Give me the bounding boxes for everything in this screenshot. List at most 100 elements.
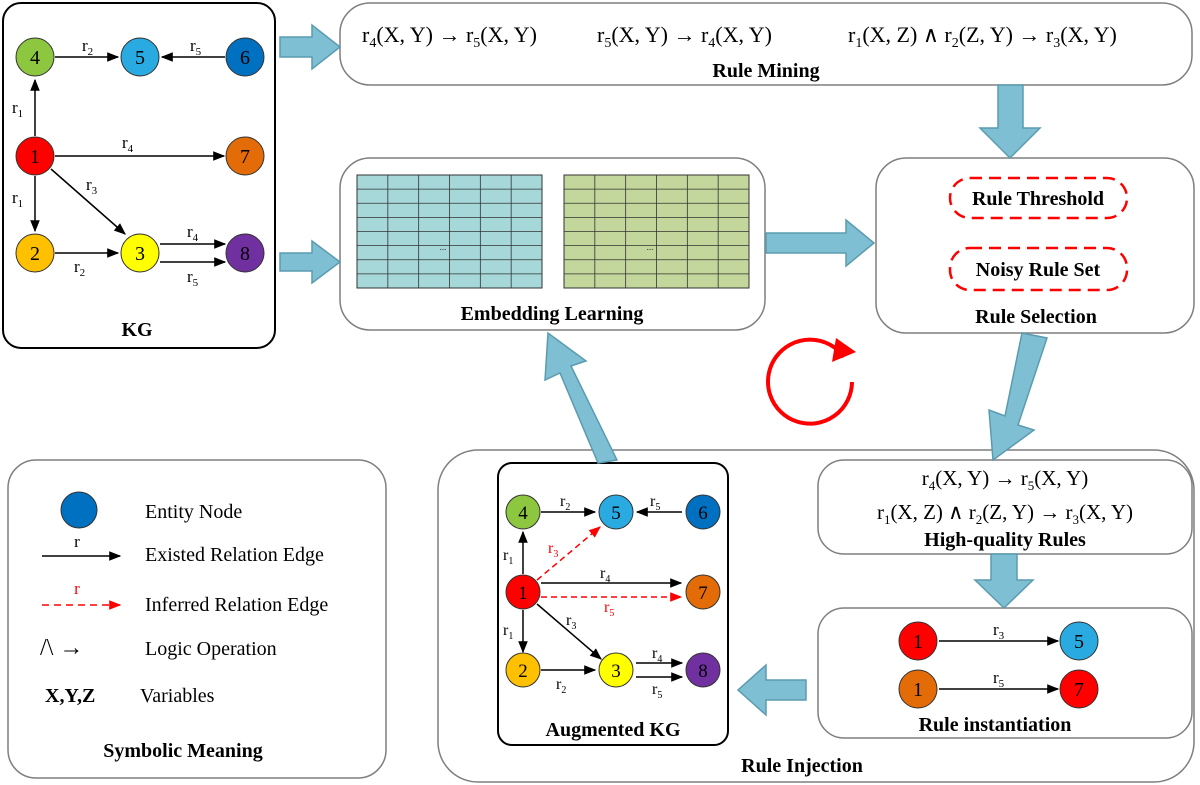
augmented-kg-panel: r2 r5 r1 r3 r4 r5 r1 r3 r4 r2 r5 4 5 6 1… [497,462,729,746]
high-quality-rules-panel: r4(X, Y) → r5(X, Y) r1(X, Z) ∧ r2(Z, Y) … [817,459,1193,555]
embedding-panel: ... ... Embedding Learning [339,157,766,331]
svg-text:3: 3 [135,243,145,265]
legend-inferred-r: r [74,579,80,598]
kg-label-r2: r2 [82,36,93,58]
matrix-ellipsis-b: ... [647,242,654,252]
mined-rule-1: r4(X, Y) → r5(X, Y) [362,22,537,51]
arrow-kg-to-mining [279,23,342,71]
arrow-selection-to-hq [988,332,1048,462]
hq-rule-1: r4(X, Y) → r5(X, Y) [922,466,1089,493]
kg-node-7: 7 [225,136,265,176]
arrow-mining-to-selection [978,84,1042,160]
rule-threshold-box [948,176,1129,220]
svg-text:4: 4 [518,503,528,524]
svg-text:7: 7 [1074,679,1084,701]
legend-entity-node-icon [60,491,98,529]
kg-node-8: 8 [225,233,265,273]
aug-label-r4b: r4 [652,645,662,665]
aug-label-r4: r4 [600,565,610,585]
kg-label-r2b: r2 [74,257,85,279]
kg-label-r3: r3 [86,175,98,197]
aug-label-r5b: r5 [652,681,662,701]
noisy-rule-set-label: Noisy Rule Set [976,259,1101,281]
kg-label-r5b: r5 [187,267,199,289]
arrow-hq-to-instantiation [973,553,1035,610]
svg-text:1: 1 [913,631,923,653]
svg-text:6: 6 [698,503,708,524]
svg-text:8: 8 [240,243,250,265]
legend-vars-symbol: X,Y,Z [45,685,95,707]
kg-node-1: 1 [15,136,55,176]
rule-selection-panel: Rule Threshold Noisy Rule Set Rule Selec… [875,157,1195,334]
legend-inferred-edge: Inferred Relation Edge [145,594,328,616]
embedding-title: Embedding Learning [461,303,644,325]
arrow-kg-to-embedding [279,239,342,285]
legend-panel: Entity Node r Existed Relation Edge r In… [7,459,387,779]
hq-rule-2: r1(X, Z) ∧ r2(Z, Y) → r3(X, Y) [877,500,1133,527]
kg-label-r4: r4 [122,133,134,155]
legend-existed-r: r [74,532,80,551]
inst-label-1: r3 [993,620,1005,642]
kg-node-4: 4 [15,37,55,77]
aug-node-5: 5 [598,494,634,530]
legend-title: Symbolic Meaning [103,740,262,762]
aug-edge-1-3 [536,603,602,660]
kg-node-6: 6 [225,37,265,77]
svg-text:2: 2 [30,243,40,265]
rule-injection-title: Rule Injection [741,755,863,777]
legend-variables: Variables [140,685,215,707]
svg-text:7: 7 [698,583,708,604]
kg-label-r5: r5 [190,36,202,58]
aug-node-8: 8 [685,652,721,688]
legend-logic-op: Logic Operation [145,638,277,660]
mined-rule-3: r1(X, Z) ∧ r2(Z, Y) → r3(X, Y) [848,22,1117,51]
legend-logic-symbols: /\ → [40,635,83,661]
inst-node-1a: 1 [898,621,938,661]
rule-threshold-label: Rule Threshold [972,188,1104,210]
arrow-instantiation-to-augmented [736,663,807,717]
noisy-rule-set-box [948,246,1129,292]
rule-selection-title: Rule Selection [975,306,1097,328]
aug-node-6: 6 [685,494,721,530]
aug-label-r1: r1 [503,547,513,567]
instantiation-title: Rule instantiation [919,714,1072,736]
kg-label-r1: r1 [12,98,23,120]
legend-entity-node: Entity Node [145,501,242,523]
aug-label-r1b: r1 [503,622,513,642]
svg-text:8: 8 [698,661,708,682]
aug-label-r3-inferred: r3 [548,540,558,560]
aug-label-r5: r5 [650,493,660,513]
svg-text:2: 2 [518,661,528,682]
inst-node-1b: 1 [898,669,938,709]
svg-text:4: 4 [30,47,40,69]
kg-label-r4b: r4 [187,222,199,244]
rule-mining-panel: r4(X, Y) → r5(X, Y) r5(X, Y) → r4(X, Y) … [339,2,1193,86]
kg-title: KG [121,319,153,341]
aug-node-2: 2 [505,652,541,688]
legend-existed-edge: Existed Relation Edge [145,544,324,566]
kg-node-5: 5 [120,37,160,77]
inst-label-2: r5 [993,668,1005,690]
augmented-kg-title: Augmented KG [546,719,681,741]
aug-label-r2b: r2 [556,676,566,696]
aug-label-r3: r3 [566,612,576,632]
svg-text:6: 6 [240,47,250,69]
svg-text:1: 1 [30,146,40,168]
svg-text:3: 3 [611,661,621,682]
aug-node-7: 7 [685,574,721,610]
kg-label-r1b: r1 [12,188,23,210]
svg-text:5: 5 [135,47,145,69]
embedding-matrix-relation [563,174,750,289]
kg-edge-1-3 [50,168,126,235]
kg-node-3: 3 [120,233,160,273]
embedding-matrix-entity [356,174,543,289]
kg-panel: r2 r5 r1 r4 r1 r3 r4 r2 r5 4 5 6 1 7 2 3… [2,2,276,349]
rule-instantiation-panel: r3 r5 1 5 1 7 Rule instantiation [817,607,1193,739]
mined-rule-2: r5(X, Y) → r4(X, Y) [597,22,772,51]
rule-mining-title: Rule Mining [712,60,819,82]
inst-node-5: 5 [1059,621,1099,661]
svg-text:1: 1 [518,583,528,604]
inst-node-7: 7 [1059,669,1099,709]
svg-text:5: 5 [1074,631,1084,653]
